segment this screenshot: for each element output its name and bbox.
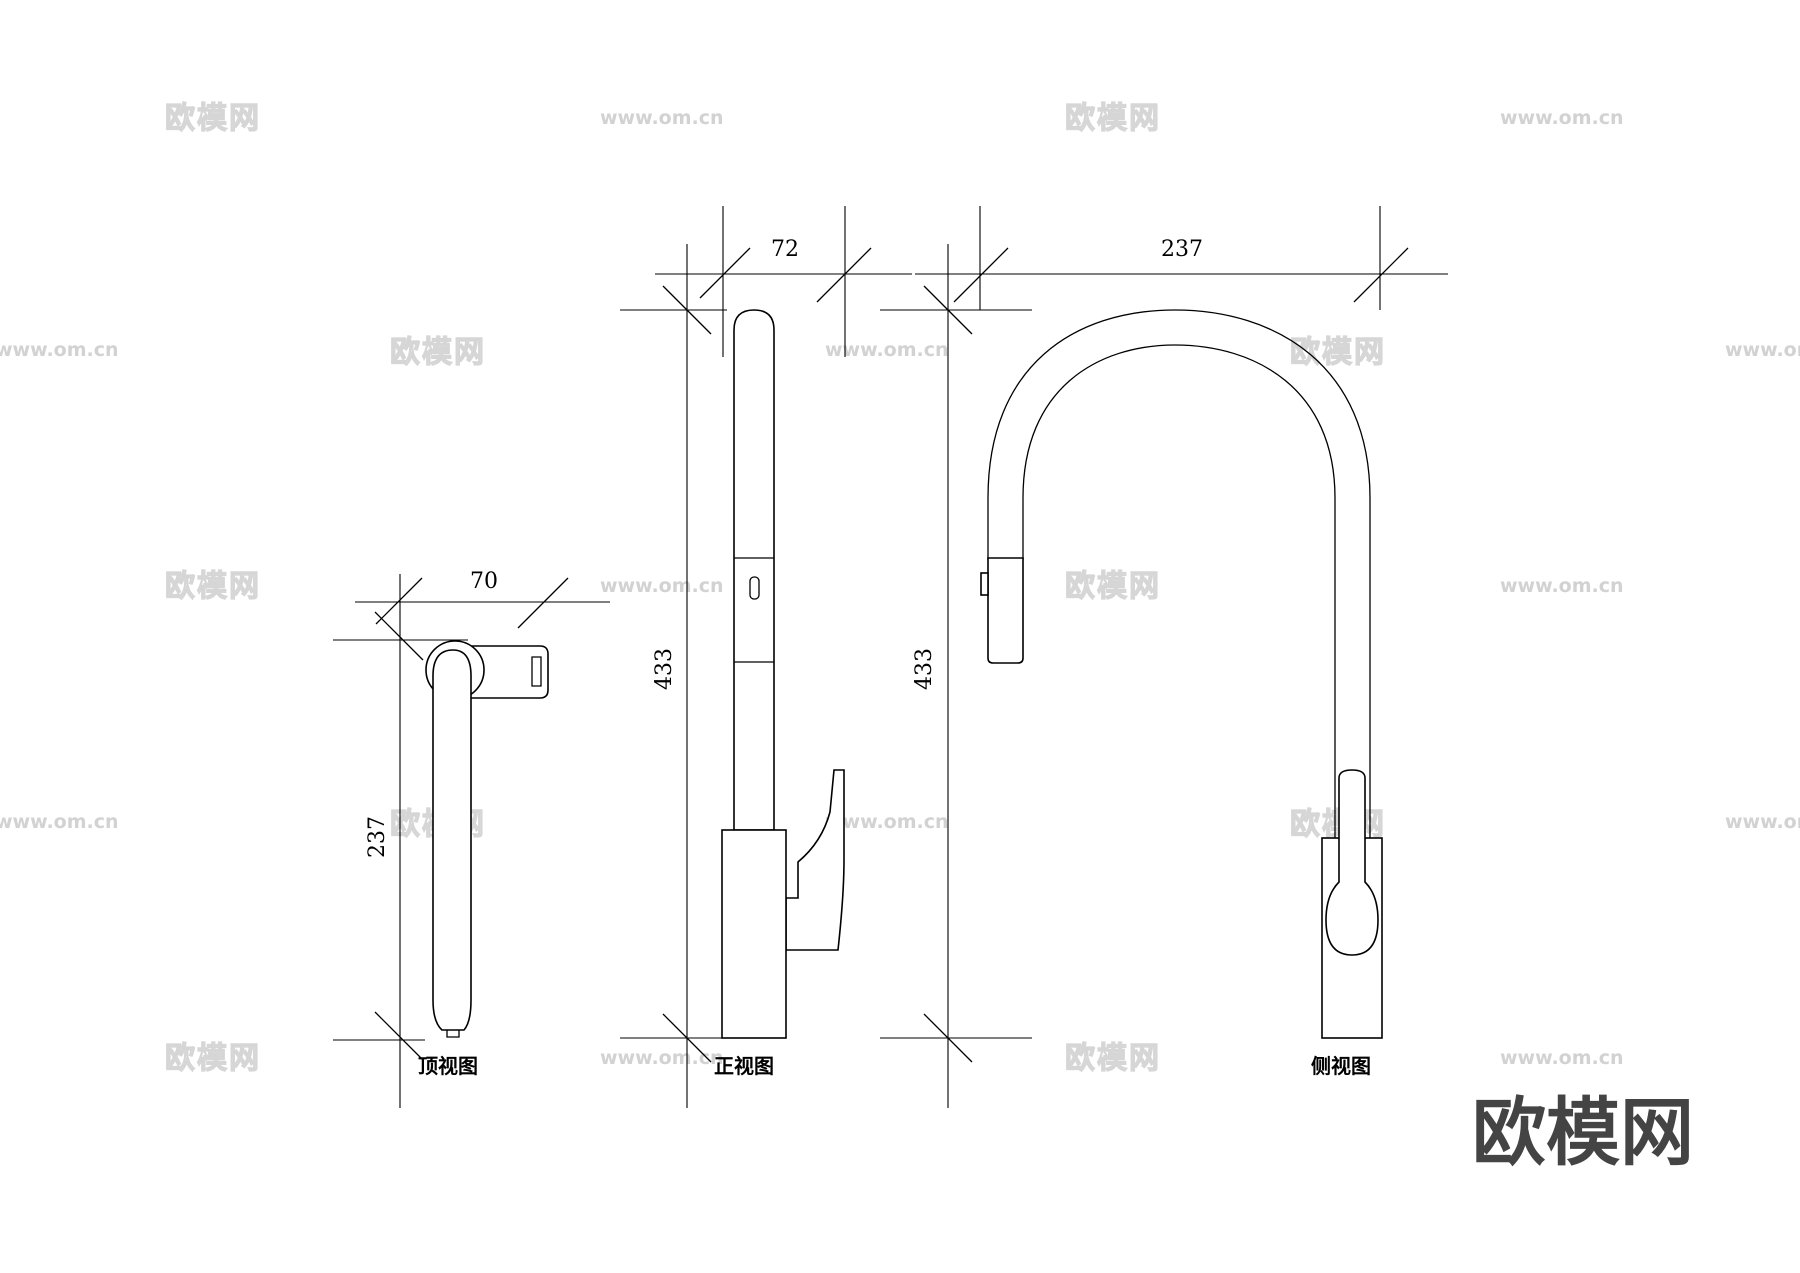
side-height-dimension: 433 (912, 648, 937, 690)
watermark-url: www.om.cn (0, 339, 119, 361)
watermark-url: www.om.cn (1725, 339, 1800, 361)
front-view-spray-button (749, 576, 760, 600)
watermark-url: www.om.cn (825, 811, 949, 833)
top-view-handle (469, 645, 549, 699)
side-reach-dimension: 237 (1161, 237, 1203, 262)
top-view: 70 237 顶视图 (333, 569, 610, 1108)
watermark-brand: 欧模网 (165, 569, 261, 604)
top-view-label: 顶视图 (418, 1054, 478, 1078)
watermark-url: www.om.cn (0, 811, 119, 833)
side-view-gooseneck-outer (987, 309, 1371, 838)
watermark-url: www.om.cn (600, 575, 724, 597)
watermark-url: www.om.cn (1500, 1047, 1624, 1069)
front-view-label: 正视图 (714, 1054, 774, 1078)
watermark-brand: 欧模网 (390, 335, 486, 370)
top-width-dimension: 70 (470, 569, 498, 594)
front-dim-tick (662, 285, 712, 335)
side-dim-tick (1353, 247, 1409, 303)
watermark-url: www.om.cn (825, 339, 949, 361)
front-view-body (721, 829, 787, 1039)
watermark-url: www.om.cn (1500, 107, 1624, 129)
front-width-dimension: 72 (771, 237, 799, 262)
top-dim-tick (374, 611, 424, 661)
watermark-brand: 欧模网 (1065, 101, 1161, 136)
watermark-brand: 欧模网 (1290, 807, 1386, 842)
side-view-spray-head (987, 557, 1024, 664)
side-dim-tick (953, 247, 1009, 303)
front-view-handle (785, 769, 845, 951)
watermark-layer: 欧模网 www.om.cn 欧模网 www.om.cn www.om.cn 欧模… (0, 100, 1800, 1076)
side-view-label: 侧视图 (1311, 1054, 1371, 1078)
side-view-handle (1325, 769, 1379, 956)
watermark-url: www.om.cn (1500, 575, 1624, 597)
side-view: 237 433 侧视图 (880, 206, 1448, 1108)
side-dim-tick (923, 1013, 973, 1063)
front-height-dimension: 433 (652, 648, 677, 690)
top-view-handle-detail (531, 656, 542, 687)
watermark-url: www.om.cn (1725, 811, 1800, 833)
top-dim-tick (374, 1011, 424, 1061)
watermark-brand: 欧模网 (165, 1041, 261, 1076)
watermark-url: www.om.cn (600, 1047, 724, 1069)
watermark-brand: 欧模网 (165, 101, 261, 136)
top-length-dimension: 237 (365, 816, 390, 858)
brand-logo: 欧模网 (1472, 1090, 1694, 1176)
side-view-gooseneck-inner (1022, 344, 1336, 838)
top-dim-tick (375, 577, 423, 625)
side-view-spray-button (980, 572, 989, 596)
front-dim-tick (662, 1013, 712, 1063)
top-dim-tick (517, 577, 569, 629)
front-view: 72 433 正视图 (620, 206, 912, 1108)
top-view-nozzle (446, 1030, 460, 1038)
watermark-brand: 欧模网 (1065, 569, 1161, 604)
watermark-brand: 欧模网 (1290, 335, 1386, 370)
watermark-brand: 欧模网 (1065, 1041, 1161, 1076)
front-dim-tick (699, 247, 751, 299)
side-dim-tick (923, 285, 973, 335)
front-view-spout (733, 309, 775, 831)
watermark-url: www.om.cn (600, 107, 724, 129)
front-dim-tick (816, 247, 872, 303)
top-view-spout (432, 649, 472, 1031)
